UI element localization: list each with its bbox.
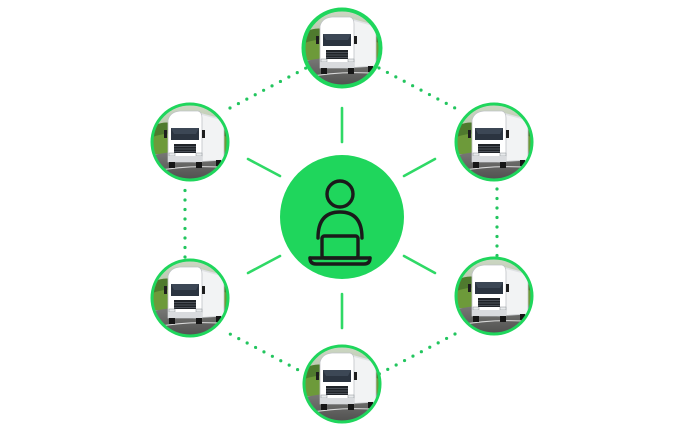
node-upper-left [150,102,230,182]
center-circle [280,155,404,279]
truck-photo-lower-right [457,259,531,333]
truck-photo-upper-right [457,105,531,179]
ring-segment-bottom-to-lower-left [228,332,308,376]
node-upper-right [454,102,534,182]
spokes [246,106,437,330]
spoke-lower-right [402,254,437,275]
ring-segment-upper-left-to-top [228,66,308,110]
truck-photo-bottom [305,347,379,421]
person-with-laptop-icon [308,179,372,266]
ring-segment-lower-right-to-bottom [377,332,457,376]
center-node [280,155,404,279]
spoke-upper-right [402,157,437,178]
truck-photo-lower-left [153,261,227,335]
spoke-lower-left [246,254,282,275]
node-top [301,7,383,89]
truck-photo-upper-left [153,105,227,179]
node-lower-right [454,256,534,336]
dotted-ring [183,66,499,376]
node-bottom [302,344,382,424]
spoke-upper-left [246,157,282,178]
ring-segment-top-to-upper-right [377,66,457,110]
node-lower-left [150,258,230,338]
